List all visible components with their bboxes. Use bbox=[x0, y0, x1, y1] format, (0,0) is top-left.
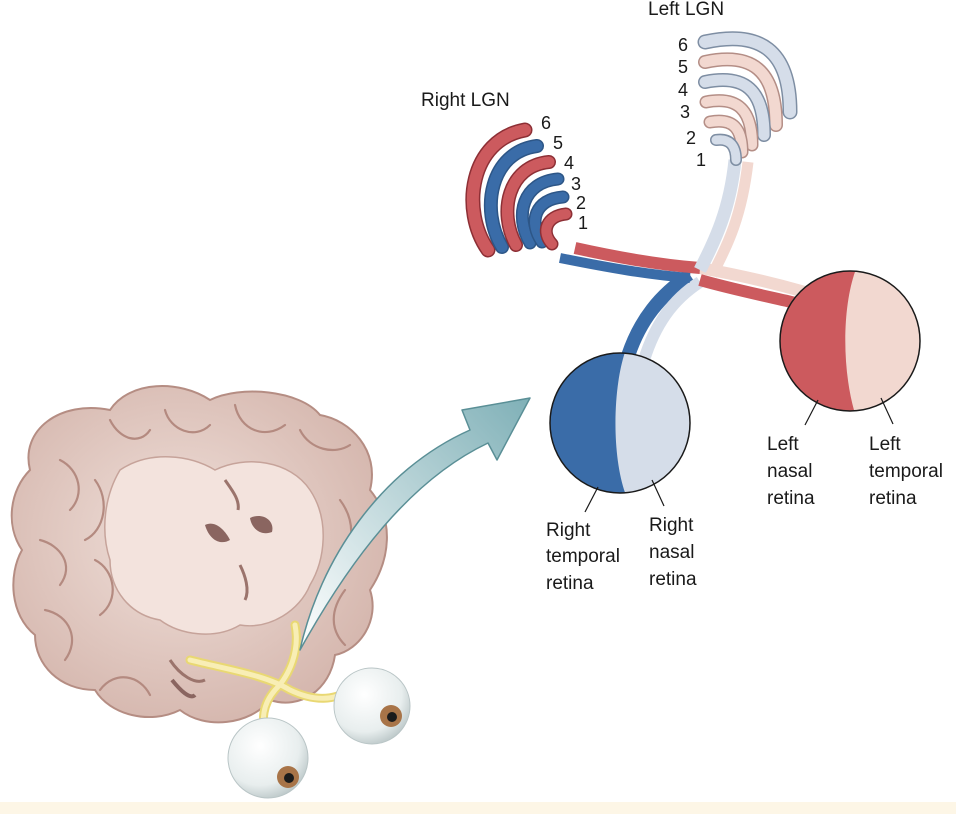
eyeball-left bbox=[227, 717, 309, 799]
label-line: retina bbox=[767, 488, 815, 509]
right-temporal-retina-label: Right temporal retina bbox=[546, 520, 620, 594]
right-lgn-layer-number: 3 bbox=[571, 174, 581, 194]
label-line: nasal bbox=[767, 461, 812, 482]
left-lgn-layer-number: 5 bbox=[678, 57, 688, 77]
left-lgn-layer-number: 4 bbox=[678, 80, 688, 100]
left-nasal-retina-label: Left nasal retina bbox=[767, 434, 815, 509]
left-lgn-layer-number: 2 bbox=[686, 128, 696, 148]
left-lgn-layer-number: 3 bbox=[680, 102, 690, 122]
right-lgn-layer-number: 4 bbox=[564, 153, 574, 173]
right-retina-circle bbox=[549, 352, 691, 494]
eyeball-right bbox=[333, 667, 411, 745]
label-line: nasal bbox=[649, 542, 694, 563]
optic-tracts bbox=[559, 159, 807, 362]
right-lgn-layer-number: 1 bbox=[578, 213, 588, 233]
right-lgn-layer-numbers: 6 5 4 3 2 1 bbox=[541, 113, 588, 233]
label-line: retina bbox=[869, 488, 917, 509]
left-temporal-retina-label: Left temporal retina bbox=[869, 434, 943, 509]
right-lgn-layer-number: 6 bbox=[541, 113, 551, 133]
left-lgn-layer-number: 6 bbox=[678, 35, 688, 55]
left-lgn bbox=[697, 31, 798, 166]
left-lgn-layer-number: 1 bbox=[696, 150, 706, 170]
right-lgn-layer-number: 2 bbox=[576, 193, 586, 213]
right-lgn-layer-number: 5 bbox=[553, 133, 563, 153]
label-line: temporal bbox=[869, 461, 943, 482]
label-line: Right bbox=[649, 515, 694, 536]
left-retina-circle bbox=[779, 270, 921, 412]
label-line: Left bbox=[869, 434, 901, 455]
label-line: Left bbox=[767, 434, 799, 455]
right-lgn-label: Right LGN bbox=[421, 90, 510, 111]
leader-lines bbox=[584, 397, 894, 513]
label-line: temporal bbox=[546, 546, 620, 567]
label-line: retina bbox=[546, 573, 594, 594]
magnify-arrow bbox=[299, 397, 531, 651]
bottom-strip bbox=[0, 802, 956, 814]
label-line: Right bbox=[546, 520, 591, 541]
left-lgn-label: Left LGN bbox=[648, 0, 724, 20]
label-line: retina bbox=[649, 569, 697, 590]
right-nasal-retina-label: Right nasal retina bbox=[649, 515, 697, 590]
left-lgn-layer-numbers: 6 5 4 3 2 1 bbox=[678, 35, 706, 170]
right-lgn bbox=[465, 122, 573, 258]
brain-illustration bbox=[10, 385, 388, 724]
